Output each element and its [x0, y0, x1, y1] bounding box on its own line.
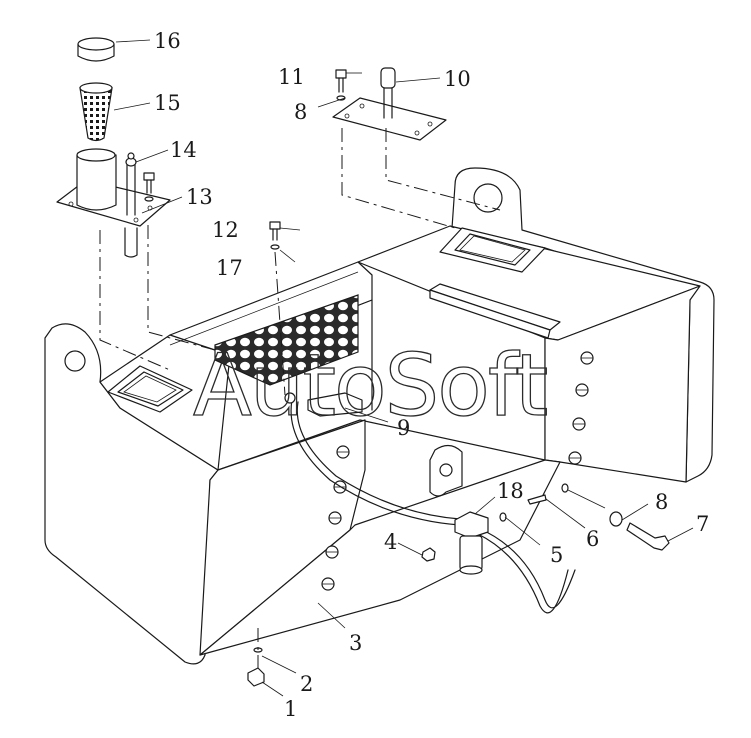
callout-18: 18: [497, 479, 524, 503]
callout-4: 4: [384, 530, 397, 554]
filler-assembly: [56, 37, 216, 371]
callout-9: 9: [397, 416, 410, 440]
callout-14: 14: [170, 138, 197, 162]
callout-5: 5: [550, 543, 563, 567]
callout-7: 7: [696, 512, 709, 536]
nut: [421, 547, 436, 562]
fuel-pipe: [284, 392, 576, 614]
callout-labels: 1 2 3 4 5 6 7 8 8 9 10 11 12 13 14 15 16…: [154, 29, 709, 721]
callout-3: 3: [349, 631, 362, 655]
internal-mesh-screen: [214, 294, 359, 386]
callout-8-lower: 8: [655, 490, 668, 514]
callout-17: 17: [216, 256, 243, 280]
filler-mount-flange: [107, 365, 193, 413]
plate-holes: [344, 103, 433, 136]
callout-6: 6: [586, 527, 599, 551]
callout-16: 16: [154, 29, 181, 53]
mounting-rail: [429, 283, 561, 339]
callout-13: 13: [186, 185, 213, 209]
callout-10: 10: [444, 67, 471, 91]
screen-bolt: [269, 221, 286, 396]
callout-1: 1: [284, 697, 297, 721]
watermark: AutoSoft: [193, 336, 547, 436]
callout-2: 2: [300, 672, 313, 696]
callout-15: 15: [154, 91, 181, 115]
callout-8-upper: 8: [294, 100, 307, 124]
leader-lines: [113, 39, 694, 697]
callout-11: 11: [278, 65, 305, 89]
callout-12: 12: [212, 218, 239, 242]
sender-plate-assembly: [332, 67, 501, 229]
hardware-right: [499, 483, 670, 551]
cross-block: [307, 392, 363, 417]
sender-mount-flange: [439, 227, 546, 273]
tank-body: [44, 167, 715, 665]
fuel-filter: [454, 511, 489, 575]
drain-plug: [247, 628, 265, 687]
